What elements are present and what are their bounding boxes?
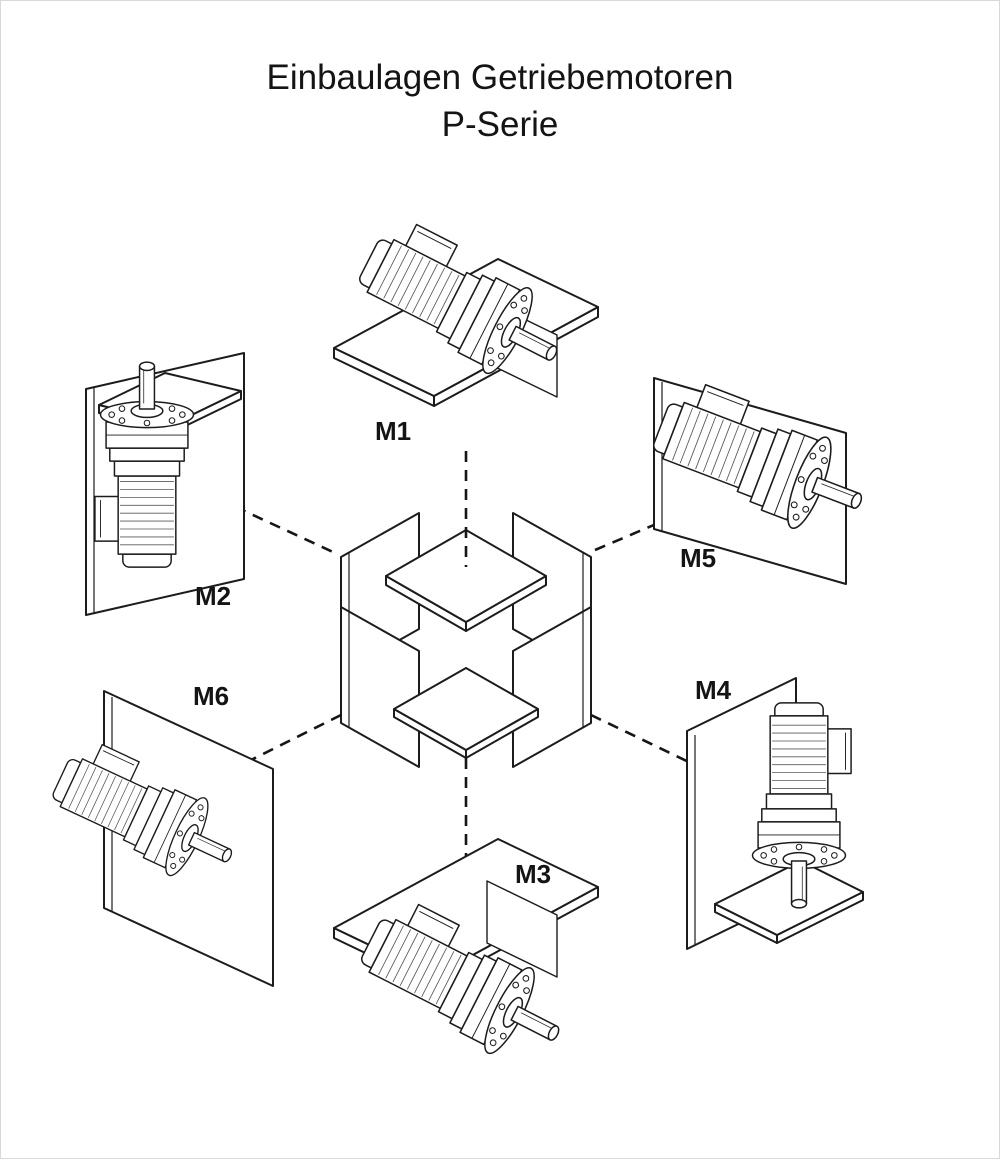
axis-line-m6 (248, 713, 342, 763)
axis-line-m4 (590, 713, 696, 767)
mounting-position-m5: M5 (642, 374, 881, 585)
mounting-position-m3: M3 (333, 838, 599, 1079)
position-label-m3: M3 (515, 859, 551, 889)
mounting-position-m6: M6 (41, 681, 274, 987)
diagram-title: Einbaulagen Getriebemotoren P-Serie (267, 58, 734, 144)
cube-top-plate (385, 529, 547, 623)
position-label-m1: M1 (375, 416, 411, 446)
mounting-position-m2: M2 (85, 352, 245, 616)
mounting-position-m4: M4 (686, 675, 864, 950)
cube-plate-front-left (340, 606, 420, 768)
m4-base-plate (714, 860, 864, 936)
title-line-1: Einbaulagen Getriebemotoren (267, 58, 734, 97)
title-line-2: P-Serie (442, 105, 559, 144)
mounting-position-m1: M1 (333, 211, 599, 446)
position-label-m4: M4 (695, 675, 732, 705)
position-label-m6: M6 (193, 681, 229, 711)
cube-bottom-plate (393, 667, 539, 751)
position-label-m2: M2 (195, 581, 231, 611)
position-label-m5: M5 (680, 543, 716, 573)
m3-support-bracket (486, 880, 558, 978)
